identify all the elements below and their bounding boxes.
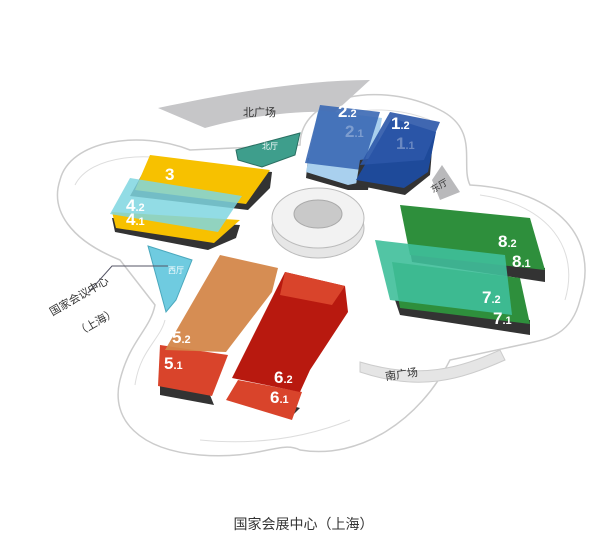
- map-caption: 国家会展中心（上海）: [233, 517, 374, 533]
- north-hall: [235, 132, 301, 168]
- hall-label-6-2: 6.2: [274, 368, 293, 387]
- west-hall: [147, 245, 193, 314]
- hall-label-1-2: 1.2: [391, 114, 410, 133]
- north-plaza-label: 北广场: [243, 106, 276, 119]
- west-hall-label: 西厅: [168, 266, 184, 275]
- hall-label-5-1: 5.1: [164, 354, 183, 373]
- hall-label-8-2: 8.2: [498, 232, 517, 251]
- north-plaza: [158, 80, 370, 128]
- south-plaza: [359, 349, 506, 383]
- leader-line: [87, 265, 168, 294]
- hall-7-2: [375, 240, 512, 315]
- hall-label-5-2: 5.2: [172, 328, 191, 347]
- hall-label-7-2: 7.2: [482, 288, 501, 307]
- hall-label-8-1: 8.1: [512, 252, 531, 271]
- hall-label-1-1: 1.1: [396, 134, 415, 153]
- hall-label-4-2: 4.2: [126, 196, 145, 215]
- hall-label-4-1: 4.1: [126, 210, 145, 229]
- hall-5-2: [165, 255, 278, 352]
- hall-6-1: [226, 380, 302, 420]
- hall-5-1: [158, 345, 228, 396]
- hall-label-7-1: 7.1: [493, 309, 512, 328]
- hall-label-3: 3: [165, 165, 175, 184]
- hall-label-2-1: 2.1: [345, 122, 364, 141]
- hall-label-2-2: 2.2: [338, 102, 357, 121]
- hall-1-2: [360, 112, 440, 165]
- east-hall: [432, 165, 460, 200]
- north-hall-label: 北厅: [262, 142, 278, 151]
- hall-4-2: [110, 178, 242, 232]
- hall-label-6-1: 6.1: [270, 388, 289, 407]
- hall-2-2: [305, 105, 380, 170]
